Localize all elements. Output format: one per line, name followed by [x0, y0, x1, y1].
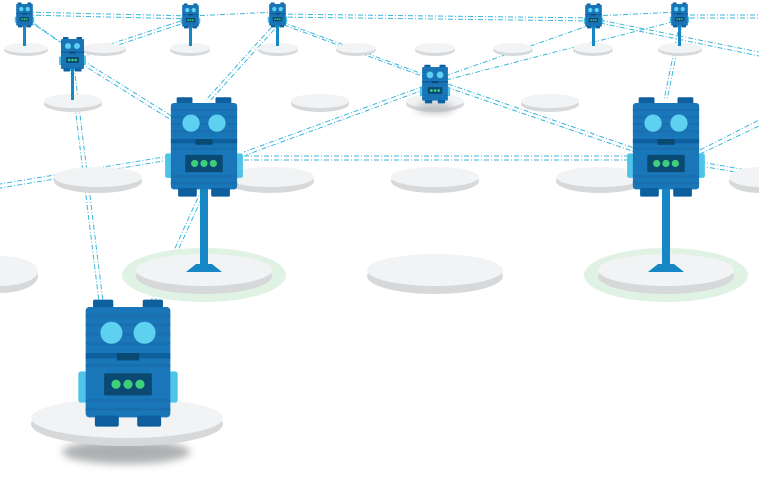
platform-icon: [729, 167, 759, 193]
network-link: [699, 119, 759, 151]
platform-icon: [336, 43, 376, 56]
robot-icon: [165, 97, 243, 272]
platform-icon: [415, 43, 455, 56]
platform-icon: [367, 254, 503, 294]
network-link: [189, 11, 279, 17]
platform-icon: [556, 167, 644, 193]
network-link: [245, 88, 427, 156]
network-link: [277, 13, 594, 19]
network-link: [205, 19, 279, 101]
robot-icon: [669, 2, 690, 46]
platform-icon: [54, 167, 142, 193]
network-link: [25, 11, 191, 17]
network-link: [79, 62, 177, 124]
platform-icon: [493, 43, 533, 56]
robot-icon: [627, 97, 705, 272]
network-link: [208, 21, 282, 103]
network-link: [0, 155, 171, 185]
platform-icon: [82, 43, 126, 56]
network-link: [663, 21, 681, 101]
platform-icon: [170, 43, 210, 56]
platform-icon: [291, 94, 349, 112]
network-link: [243, 85, 425, 153]
network-link: [445, 86, 639, 154]
network-link: [25, 14, 191, 20]
network-link: [277, 16, 594, 22]
robot-icon: [14, 2, 35, 46]
robot-icon: [180, 3, 201, 46]
platform-icon: [44, 94, 102, 112]
robot-icon: [78, 299, 178, 427]
platform-icon: [226, 167, 314, 193]
network-link: [447, 83, 641, 151]
network-link: [79, 17, 191, 55]
halo-platform-right: [584, 248, 748, 302]
robot-icon: [59, 37, 86, 100]
network-link: [0, 159, 171, 189]
network-link: [699, 125, 759, 155]
network-link: [445, 19, 681, 81]
network-link: [592, 11, 681, 17]
platform-icon: [391, 167, 479, 193]
platform-icon: [4, 43, 48, 56]
network-link: [81, 59, 179, 121]
foreground-platform: [31, 398, 223, 464]
robot-icon: [267, 2, 288, 46]
robot-icon: [416, 64, 454, 113]
platforms-back: [0, 43, 759, 294]
network-link: [444, 23, 594, 77]
platform-icon: [573, 43, 613, 56]
platform-icon: [0, 256, 38, 293]
platform-icon: [258, 43, 298, 56]
platform-icon: [658, 43, 702, 56]
robot-icon: [583, 3, 604, 46]
platform-icon: [521, 94, 579, 112]
